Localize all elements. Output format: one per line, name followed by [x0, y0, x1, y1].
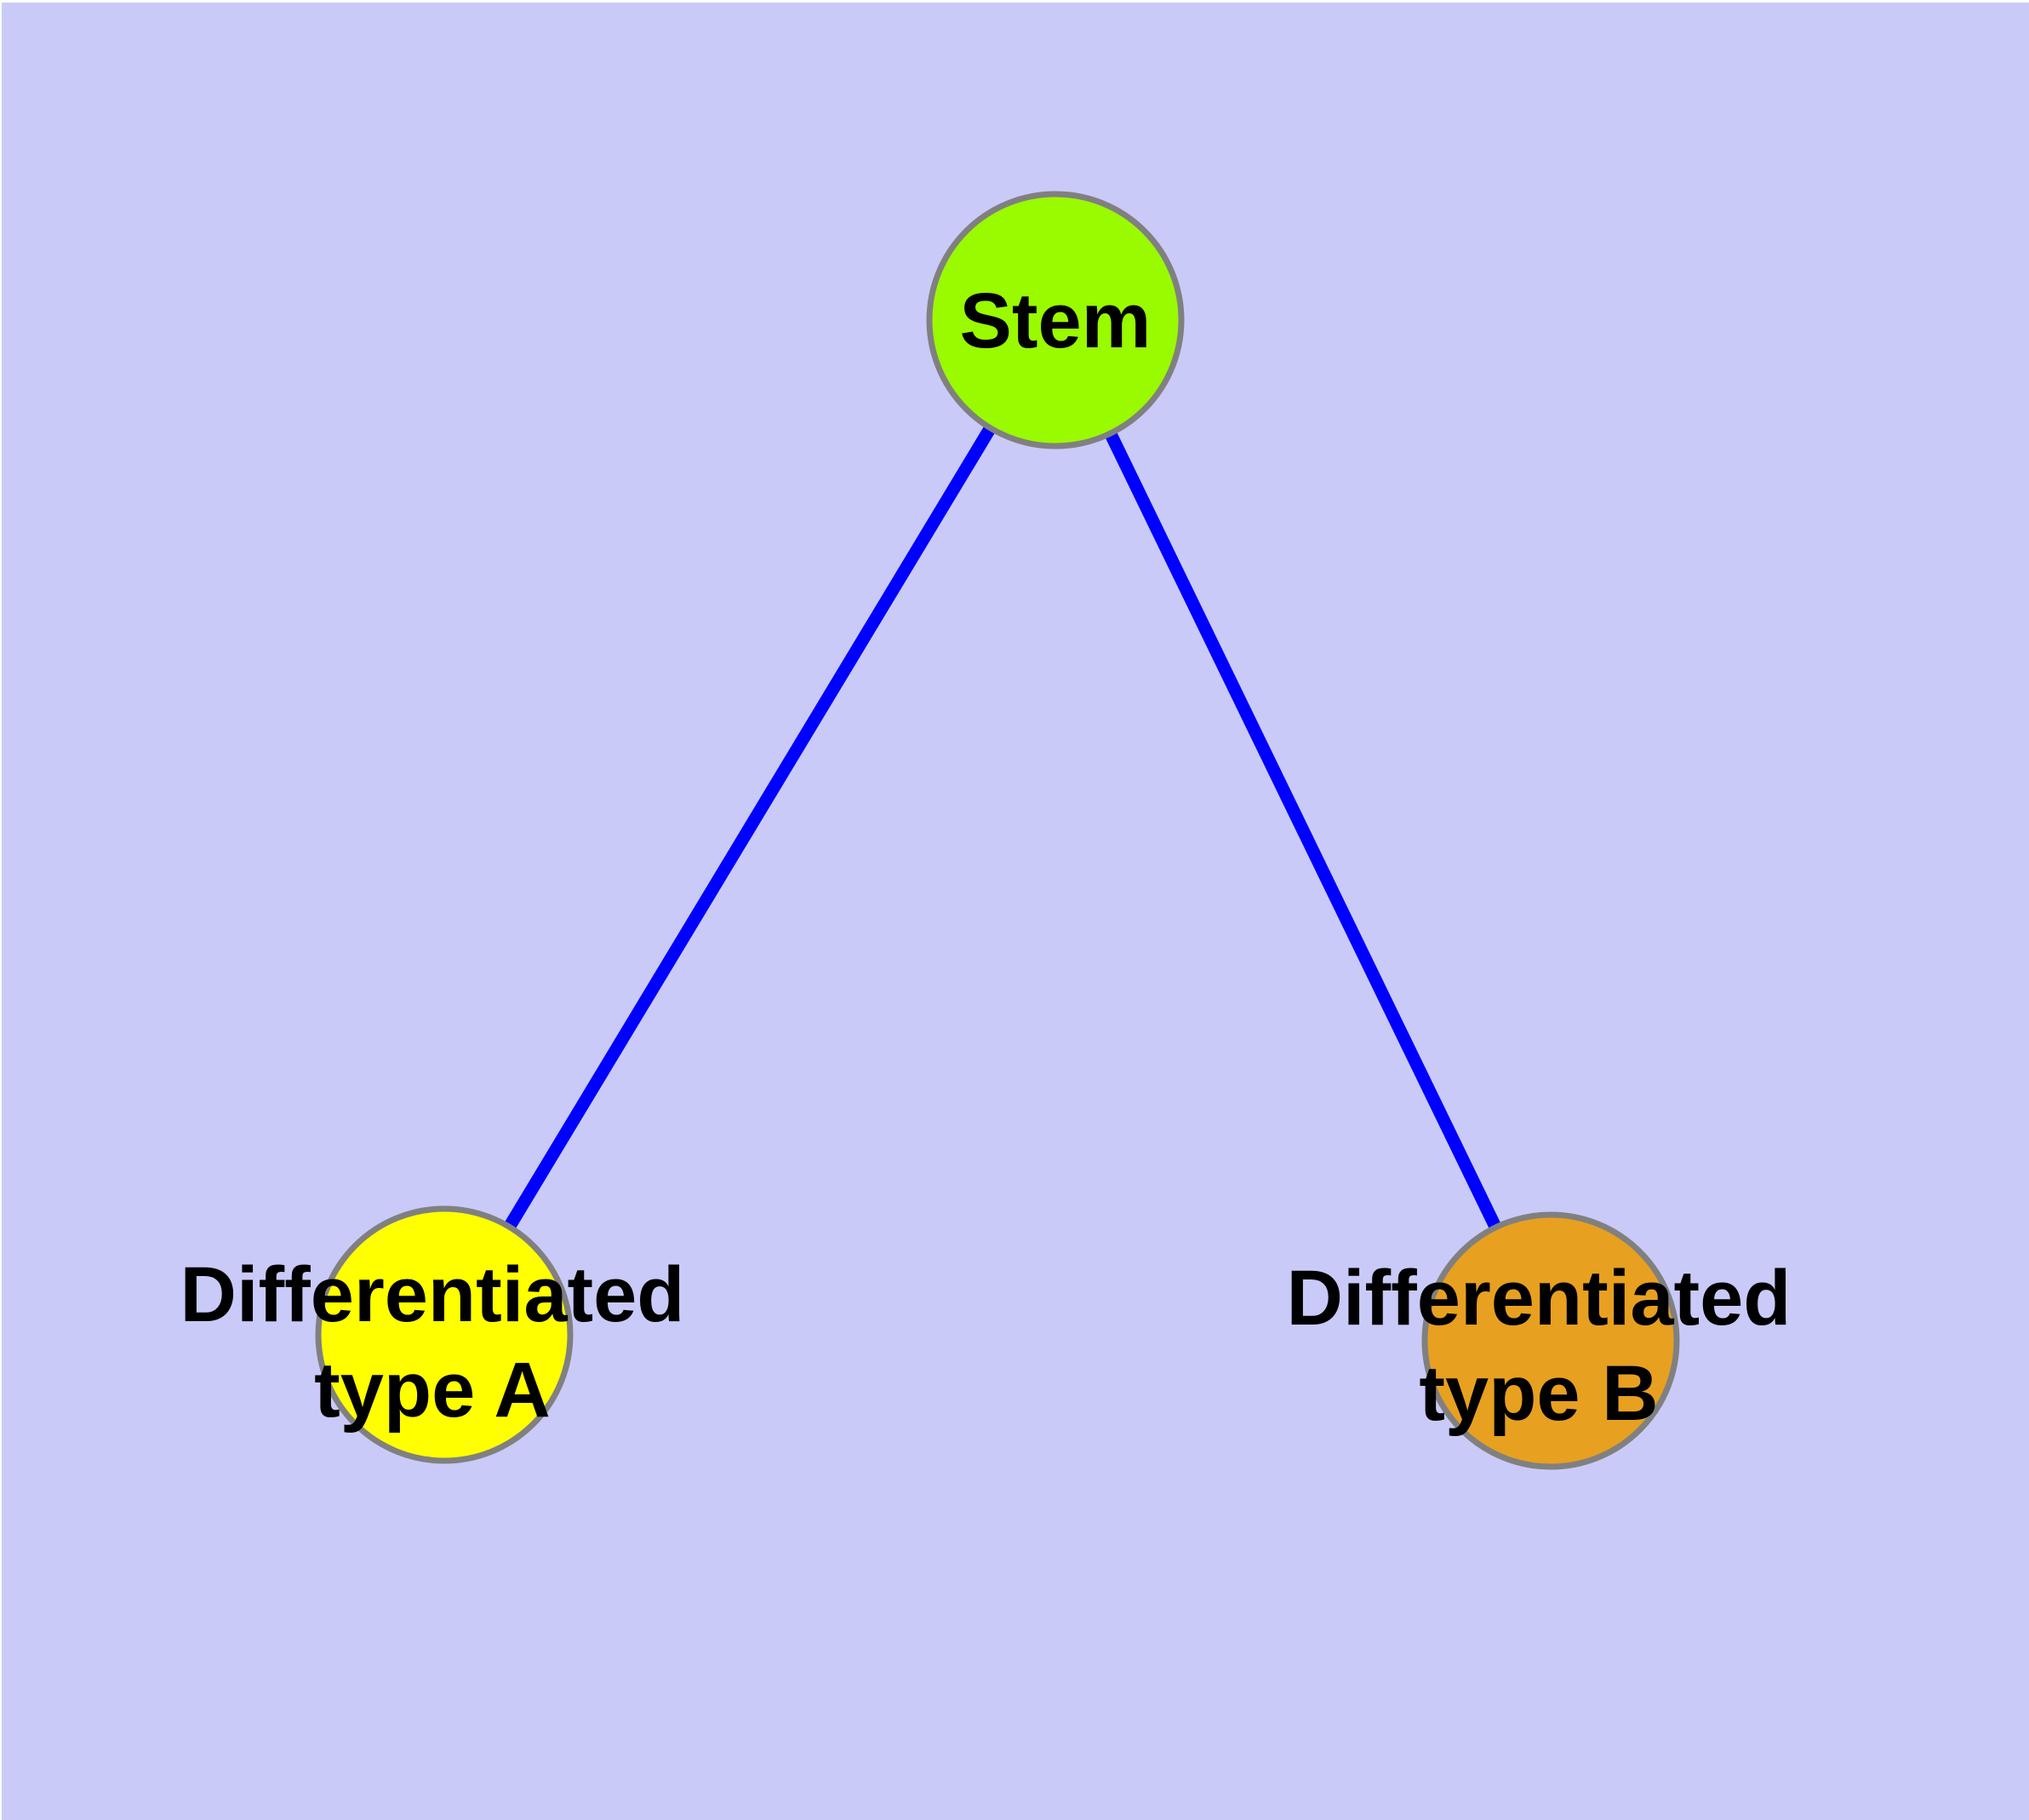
- graph-svg: [315, 191, 1680, 1470]
- node-differentiated-type-b[interactable]: [1421, 1211, 1680, 1470]
- edge-stem-to-differentiated-type-a[interactable]: [438, 317, 1061, 1338]
- diagram-canvas: Stem Differentiated type A Differentiate…: [2, 3, 2029, 1820]
- edge-stem-to-differentiated-type-b[interactable]: [1049, 317, 1557, 1344]
- node-differentiated-type-a[interactable]: [315, 1205, 574, 1464]
- node-stem[interactable]: [926, 191, 1185, 449]
